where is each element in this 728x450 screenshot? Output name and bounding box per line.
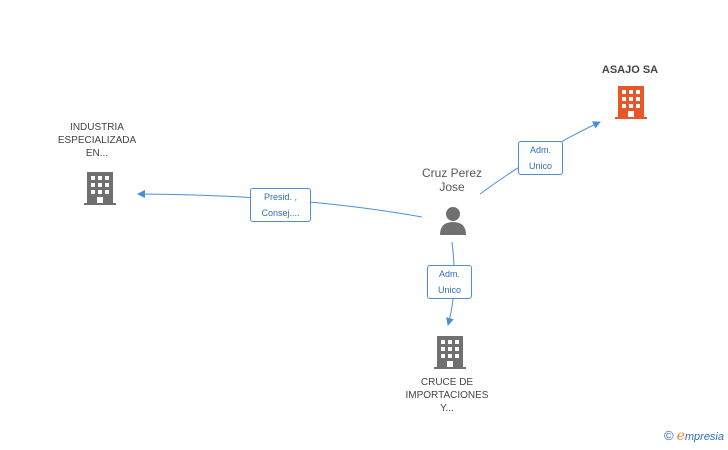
edge-industria-line-2: Consej.... (261, 208, 300, 218)
edge-cruce-line-2: Unico (437, 285, 461, 295)
edge-industria-line-1: Presid. , (263, 192, 297, 202)
cruce-line-1: CRUCE DE (420, 377, 474, 388)
edge-label-to-industria[interactable]: Presid. , Consej.... (250, 188, 311, 222)
company-label-cruce[interactable]: CRUCE DE IMPORTACIONES Y... (392, 376, 502, 415)
cruce-line-2: IMPORTACIONES (405, 390, 489, 401)
person-name-line-1: Cruz Perez (421, 166, 483, 180)
building-icon[interactable] (615, 84, 647, 120)
edge-label-to-asajo[interactable]: Adm. Unico (518, 141, 563, 175)
brand-logo-initial: e (676, 428, 685, 444)
building-icon[interactable] (434, 334, 466, 370)
edge-asajo-line-1: Adm. (529, 145, 551, 155)
industria-line-3: EN... (85, 148, 109, 159)
building-icon[interactable] (84, 170, 116, 206)
brand-logo-text: mpresia (684, 431, 724, 443)
industria-line-2: ESPECIALIZADA (57, 135, 137, 146)
company-label-asajo[interactable]: ASAJO SA (585, 64, 675, 77)
company-label-industria[interactable]: INDUSTRIA ESPECIALIZADA EN... (47, 121, 147, 160)
person-icon[interactable] (438, 204, 468, 236)
edge-asajo-line-2: Unico (528, 161, 552, 171)
edge-cruce-line-1: Adm. (438, 269, 460, 279)
brand-footer[interactable]: ©empresia (664, 428, 724, 444)
edge-label-to-cruce[interactable]: Adm. Unico (427, 265, 472, 299)
industria-line-1: INDUSTRIA (70, 122, 124, 133)
asajo-name: ASAJO SA (601, 64, 659, 76)
person-name-line-2: Jose (439, 180, 465, 194)
person-name-label[interactable]: Cruz Perez Jose (412, 166, 492, 194)
copyright-icon: © (663, 428, 674, 443)
cruce-line-3: Y... (440, 403, 454, 414)
